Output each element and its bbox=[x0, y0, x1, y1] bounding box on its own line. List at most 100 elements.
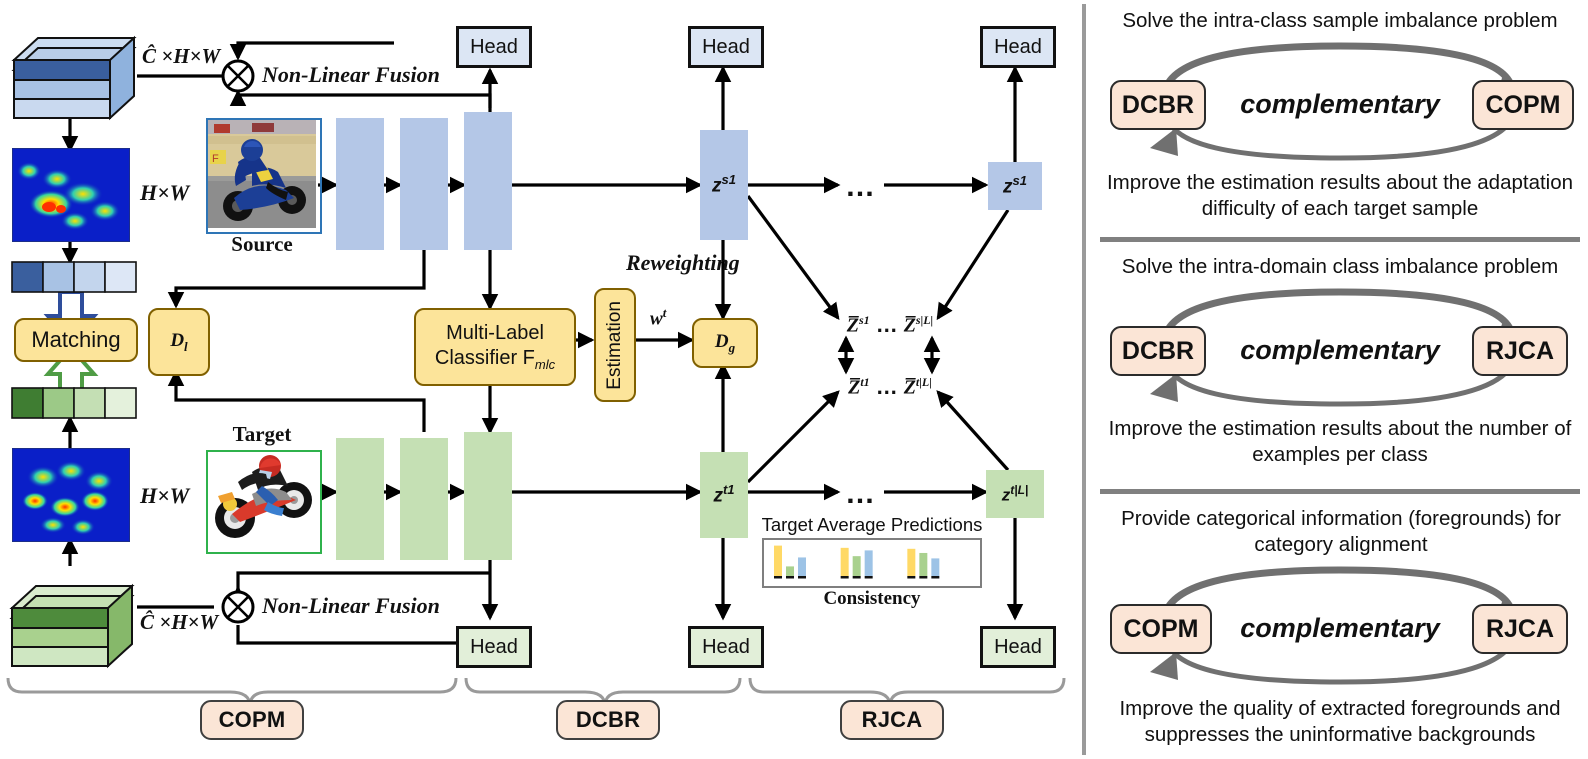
z-source-first-block: zs1 bbox=[700, 130, 748, 240]
global-discriminator-box[interactable]: Dg bbox=[692, 318, 758, 368]
brace-tag-dcbr[interactable]: DCBR bbox=[556, 700, 660, 740]
dim-label-top: Ĉ ×H×W bbox=[142, 44, 221, 68]
relation-block-3-right-node[interactable]: RJCA bbox=[1472, 604, 1568, 654]
relation-block-1-center-text: complementary bbox=[1240, 88, 1440, 119]
zbar-source-first-label: Z̅s1 bbox=[846, 312, 870, 337]
bar-class-b bbox=[786, 566, 794, 576]
source-backbone-block-3 bbox=[464, 112, 512, 250]
bar-tick bbox=[852, 576, 861, 579]
brace-tag-rjca[interactable]: RJCA bbox=[840, 700, 944, 740]
head-label: Head bbox=[702, 35, 750, 58]
bar-tick bbox=[931, 576, 940, 579]
bar-tick bbox=[907, 576, 916, 579]
classifier-line-2: Classifier Fmlc bbox=[434, 346, 556, 372]
bar-class-a bbox=[840, 547, 849, 576]
bar-tick bbox=[786, 576, 794, 579]
bar-tick bbox=[840, 576, 849, 579]
relation-block-2-bottom-text: Improve the estimation results about the… bbox=[1108, 417, 1572, 467]
zbar-source-last-label: Z̅s|L| bbox=[903, 312, 934, 337]
left-diagram-panel: Ĉ ×H×W Non-Linear Fusion H×W bbox=[6, 26, 1066, 740]
relation-block-1-left-node[interactable]: DCBR bbox=[1110, 80, 1206, 130]
consistency-label: Consistency bbox=[823, 588, 921, 609]
relation-block-2-right-node[interactable]: RJCA bbox=[1472, 326, 1568, 376]
relation-block-2-left-node[interactable]: DCBR bbox=[1110, 326, 1206, 376]
zbar-source-ellipsis: … bbox=[875, 312, 898, 337]
heatmap-label-top: H×W bbox=[140, 180, 190, 205]
z-target-first-label: zt1 bbox=[713, 482, 735, 507]
target-weight-strip bbox=[11, 387, 137, 419]
relation-block-3-top-text: Provide categorical information (foregro… bbox=[1121, 507, 1561, 557]
head-label: Head bbox=[470, 635, 518, 658]
zbar-target-row: Z̅t1 … Z̅t|L| bbox=[800, 374, 980, 400]
relation-block-3-center-text: complementary bbox=[1240, 612, 1440, 643]
head-box-bottom-mid[interactable]: Head bbox=[688, 626, 764, 668]
estimation-label: Estimation bbox=[604, 300, 625, 390]
head-label: Head bbox=[702, 635, 750, 658]
node-label: COPM bbox=[1485, 90, 1561, 119]
panel-divider bbox=[1082, 4, 1086, 755]
weight-label: wt bbox=[650, 305, 667, 330]
connector-lines bbox=[6, 41, 1066, 707]
fusion-label-top: Non-Linear Fusion bbox=[262, 62, 440, 87]
target-avg-predictions-chart bbox=[762, 538, 982, 588]
target-avg-predictions-title: Target Average Predictions bbox=[761, 514, 983, 535]
heatmap-label-bottom: H×W bbox=[140, 483, 190, 508]
relation-block-3-left-node[interactable]: COPM bbox=[1110, 604, 1212, 654]
reweighting-label: Reweighting bbox=[626, 250, 740, 275]
head-box-top-right[interactable]: Head bbox=[980, 26, 1056, 68]
bar-class-a bbox=[774, 545, 782, 576]
local-discriminator-label: Dl bbox=[170, 329, 188, 354]
relation-block-3: Provide categorical information (foregro… bbox=[1092, 500, 1588, 755]
brace-tag-copm[interactable]: COPM bbox=[200, 700, 304, 740]
bar-class-c bbox=[798, 557, 806, 576]
bar-class-c bbox=[931, 558, 940, 576]
node-label: COPM bbox=[1123, 614, 1199, 643]
bar-class-a bbox=[907, 548, 916, 576]
head-box-bottom-left[interactable]: Head bbox=[456, 626, 532, 668]
z-source-last-label: zs1 bbox=[1003, 173, 1027, 198]
z-target-last-label: zt|L| bbox=[1001, 482, 1029, 505]
local-discriminator-box[interactable]: Dl bbox=[148, 308, 210, 376]
source-backbone-block-1 bbox=[336, 118, 384, 250]
bar-class-c bbox=[864, 550, 873, 576]
head-box-bottom-right[interactable]: Head bbox=[980, 626, 1056, 668]
target-image-label: Target bbox=[232, 421, 292, 446]
source-weight-strip bbox=[11, 261, 137, 293]
target-backbone-block-1 bbox=[336, 438, 384, 560]
brace-tag-label: COPM bbox=[218, 707, 286, 732]
brace-tag-label: DCBR bbox=[575, 707, 641, 732]
head-label: Head bbox=[994, 635, 1042, 658]
zbar-source-row: Z̅s1 … Z̅s|L| bbox=[800, 312, 980, 338]
source-feature-cube bbox=[11, 35, 137, 121]
right-panel: Solve the intra-class sample imbalance p… bbox=[1092, 0, 1588, 759]
target-backbone-block-2 bbox=[400, 438, 448, 560]
multi-label-classifier-box[interactable]: Multi-Label Classifier Fmlc bbox=[414, 308, 576, 386]
node-label: DCBR bbox=[1121, 90, 1195, 119]
source-image-label: Source bbox=[231, 231, 293, 256]
bar-class-b bbox=[852, 556, 861, 576]
source-image: F bbox=[206, 118, 322, 234]
matching-box[interactable]: Matching bbox=[14, 318, 138, 362]
z-source-first-label: zs1 bbox=[712, 172, 736, 197]
estimation-box[interactable]: Estimation bbox=[594, 288, 636, 402]
z-target-last-block: zt|L| bbox=[986, 470, 1044, 518]
relation-divider-2 bbox=[1100, 489, 1580, 494]
relation-block-1-right-node[interactable]: COPM bbox=[1472, 80, 1574, 130]
relation-block-1-top-text: Solve the intra-class sample imbalance p… bbox=[1122, 9, 1558, 32]
svg-text:F: F bbox=[212, 153, 219, 165]
target-backbone-block-3 bbox=[464, 432, 512, 560]
node-label: RJCA bbox=[1485, 614, 1555, 643]
fusion-label-bottom: Non-Linear Fusion bbox=[262, 593, 440, 618]
target-heatmap bbox=[12, 448, 130, 542]
z-source-last-block: zs1 bbox=[988, 162, 1042, 210]
head-box-top-mid[interactable]: Head bbox=[688, 26, 764, 68]
global-discriminator-label: Dg bbox=[714, 330, 736, 355]
bar-tick bbox=[774, 576, 782, 579]
z-target-first-block: zt1 bbox=[700, 452, 748, 538]
zbar-target-ellipsis: … bbox=[875, 374, 898, 399]
bar-class-b bbox=[919, 552, 928, 576]
z-source-ellipsis: … bbox=[845, 170, 875, 203]
head-box-top-left[interactable]: Head bbox=[456, 26, 532, 68]
relation-block-2: Solve the intra-domain class imbalance p… bbox=[1092, 248, 1588, 486]
relation-block-2-center-text: complementary bbox=[1240, 334, 1440, 365]
